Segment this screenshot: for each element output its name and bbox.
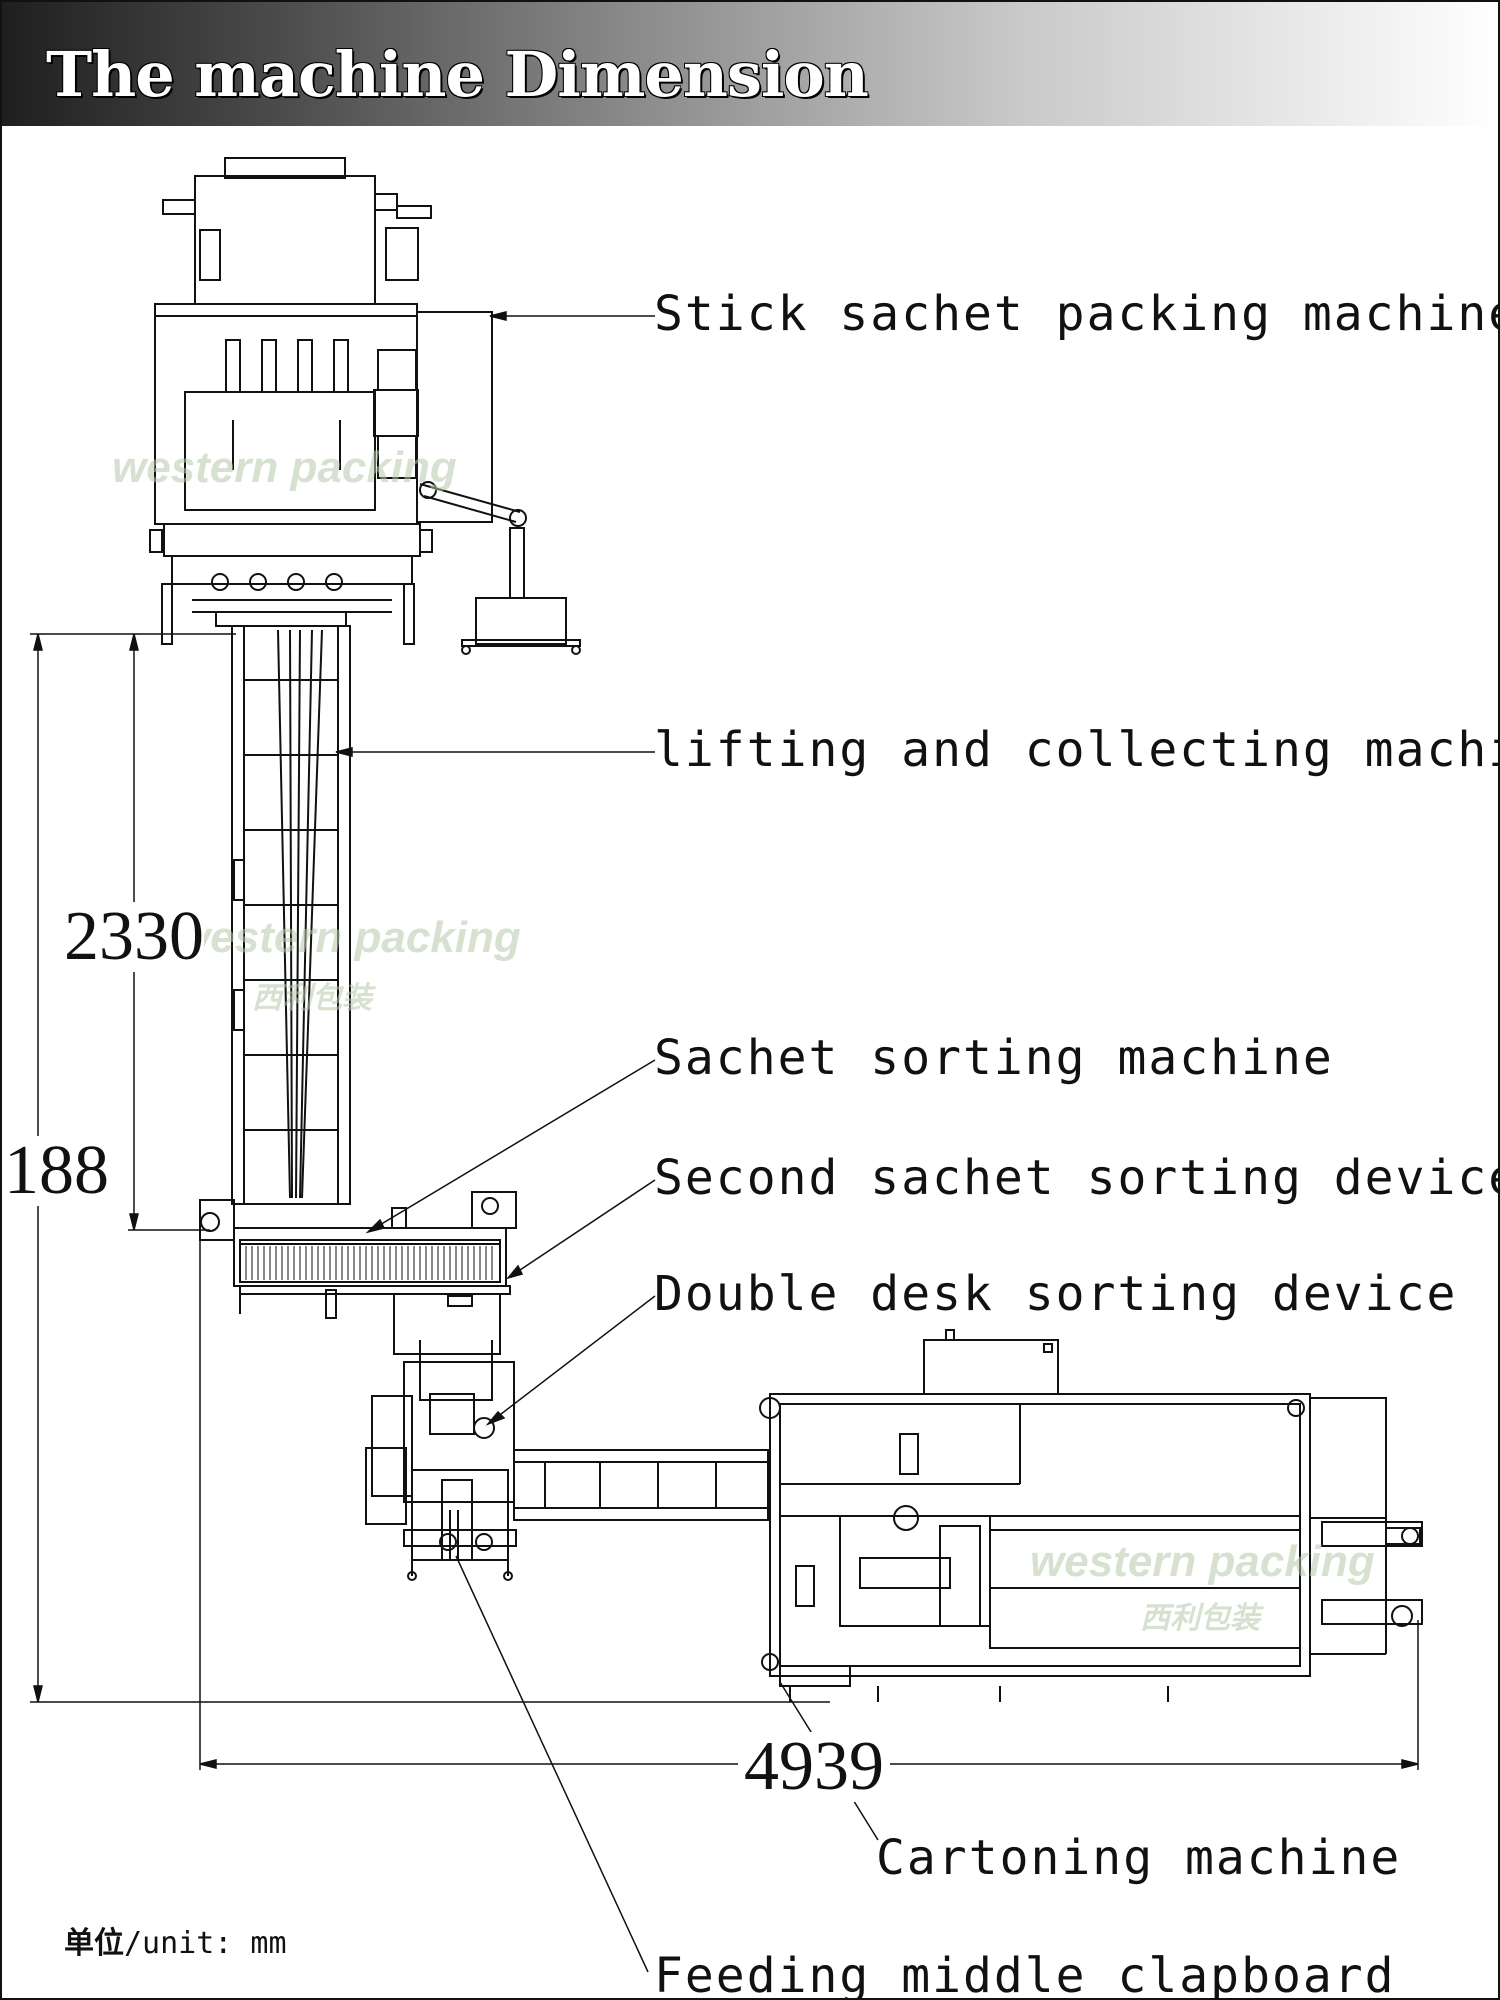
watermark-text-1: western packing <box>112 443 457 492</box>
dimension-2330: 2330 <box>64 898 204 975</box>
watermark-cn-2: 西利包装 <box>1140 1602 1260 1635</box>
feeding-middle-clapboard <box>513 1449 769 1521</box>
unit-note: 单位/unit: mm <box>64 1918 287 1962</box>
title-banner: The machine Dimension <box>2 2 1498 126</box>
label-feeding-middle-clapboard: Feeding middle clapboard <box>654 1948 1396 2000</box>
page-title: The machine Dimension <box>46 38 869 111</box>
sachet-sorting-comb <box>245 1246 493 1280</box>
double-desk-sorting-device <box>365 1293 517 1581</box>
label-cartoning-machine: Cartoning machine <box>876 1830 1402 1886</box>
unit-text: /unit: mm <box>124 1926 287 1961</box>
label-stick-sachet-packing-machine: Stick sachet packing machine <box>654 286 1500 342</box>
watermark-text-2: western packing <box>176 913 521 962</box>
stick-sachet-packing-machine <box>149 157 581 655</box>
lifting-collecting-machine <box>215 611 351 1205</box>
sachet-sorting-machine <box>199 1191 517 1319</box>
label-double-desk-sorting-device: Double desk sorting device <box>654 1266 1458 1322</box>
label-second-sachet-sorting-device: Second sachet sorting device <box>654 1150 1500 1206</box>
cartoning-machine <box>759 1329 1423 1702</box>
watermark-text-3: western packing <box>1030 1537 1375 1586</box>
watermark-cn-1: 西利包装 <box>252 982 372 1015</box>
dimension-188: 188 <box>4 1132 109 1209</box>
unit-prefix: 单位 <box>64 1926 124 1961</box>
dimension-4939: 4939 <box>738 1732 890 1802</box>
label-lifting-collecting-machine: lifting and collecting machine <box>654 722 1500 778</box>
label-sachet-sorting-machine: Sachet sorting machine <box>654 1030 1334 1086</box>
